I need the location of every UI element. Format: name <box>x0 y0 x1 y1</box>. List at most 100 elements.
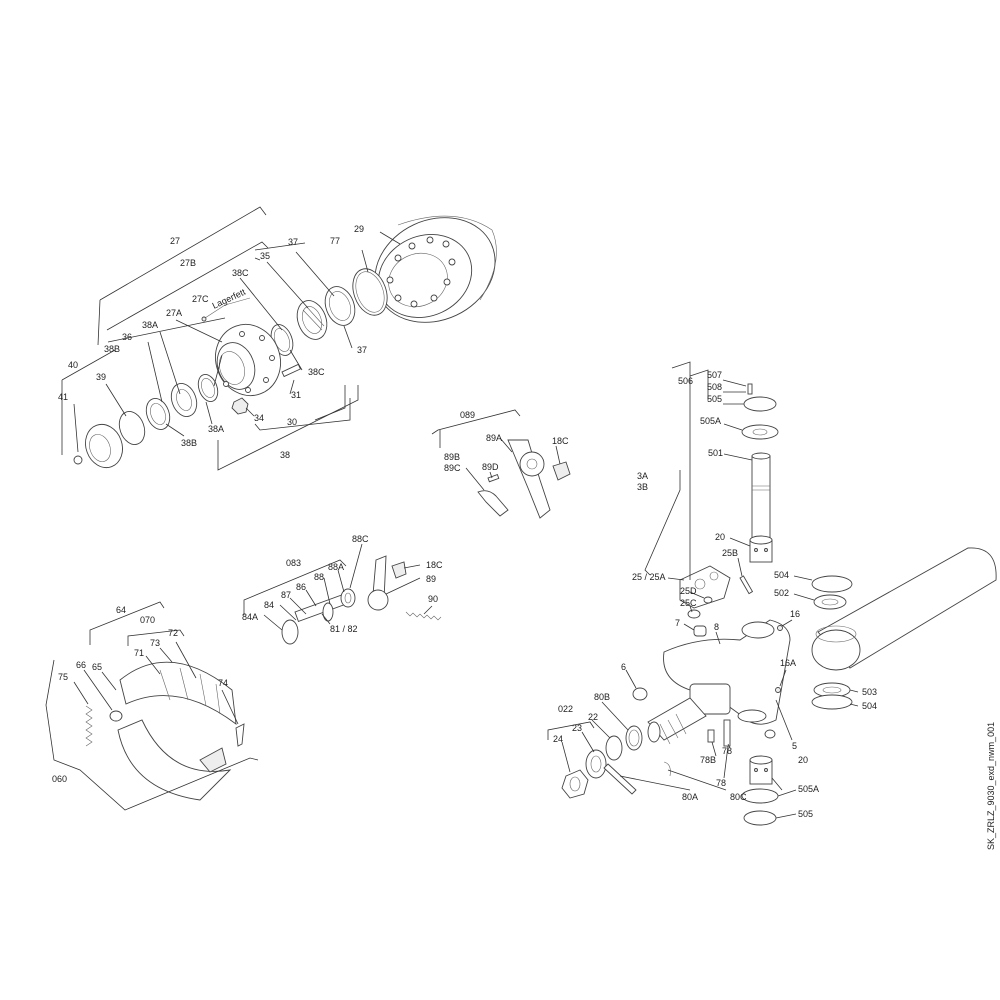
callout-38: 38 <box>280 450 290 460</box>
callout-72: 72 <box>168 628 178 638</box>
callout-506: 506 <box>678 376 693 386</box>
callout-89D: 89D <box>482 462 499 472</box>
hub-group-brackets <box>61 206 359 471</box>
callout-89A: 89A <box>486 433 502 443</box>
ring-38A <box>197 374 219 402</box>
callout-77: 77 <box>330 236 340 246</box>
callout-81-82: 81 / 82 <box>330 624 358 634</box>
grease-note <box>201 297 251 322</box>
callout-88: 88 <box>314 572 324 582</box>
nut-34 <box>231 397 249 415</box>
spindle <box>647 697 707 745</box>
callout-84A: 84A <box>242 612 258 622</box>
callout-34: 34 <box>254 413 264 423</box>
callout-25B: 25B <box>722 548 738 558</box>
washer-23 <box>585 749 607 779</box>
callout-3A: 3A <box>637 471 648 481</box>
group-64-bracket <box>89 601 165 645</box>
nut-22 <box>605 735 623 761</box>
clip-18C-mid <box>391 561 407 579</box>
cover-505-top <box>743 383 777 412</box>
slack-adjuster-89A <box>507 439 551 519</box>
callout-64: 64 <box>116 605 126 615</box>
callout-87: 87 <box>281 590 291 600</box>
roller-65-66 <box>109 710 123 722</box>
callout-27: 27 <box>170 236 180 246</box>
pin-78 <box>723 719 731 747</box>
callout-31: 31 <box>291 390 301 400</box>
callout-78-a: 78 <box>722 746 732 756</box>
callout-23: 23 <box>572 723 582 733</box>
washer-88C <box>340 588 356 608</box>
callout-27C: 27C <box>192 294 209 304</box>
callout-40: 40 <box>68 360 78 370</box>
callout-89: 89 <box>426 574 436 584</box>
callout-16A: 16A <box>780 658 796 668</box>
steering-arm-25 <box>679 565 731 609</box>
wheel-hub-27A <box>215 323 281 397</box>
thrust-502 <box>813 594 847 610</box>
seal-80B <box>625 725 643 751</box>
callout-74: 74 <box>218 678 228 688</box>
group-3-bracket <box>644 470 681 576</box>
callout-508: 508 <box>707 382 722 392</box>
callout-060: 060 <box>52 774 67 784</box>
callout-505A-top: 505A <box>700 416 721 426</box>
callout-504-bot: 504 <box>862 701 877 711</box>
stud-31 <box>281 363 302 378</box>
callout-507: 507 <box>707 370 722 380</box>
callout-80A: 80A <box>682 792 698 802</box>
callout-22: 22 <box>588 712 598 722</box>
callout-84: 84 <box>264 600 274 610</box>
callout-20-bot: 20 <box>798 755 808 765</box>
bushing-20-bottom <box>749 755 773 785</box>
hub-nut-24 <box>561 769 589 799</box>
callout-6: 6 <box>621 662 626 672</box>
plug-5 <box>764 729 776 739</box>
callout-502: 502 <box>774 588 789 598</box>
group-060-bracket <box>45 659 259 811</box>
callout-29: 29 <box>354 224 364 234</box>
callout-25D: 25D <box>680 586 697 596</box>
callout-80B: 80B <box>594 692 610 702</box>
gasket-505A-bottom <box>741 788 779 804</box>
group-070-bracket <box>127 629 185 646</box>
pin-89D <box>487 474 500 483</box>
callout-25C: 25C <box>680 598 697 608</box>
callout-78B: 78B <box>700 755 716 765</box>
callout-30: 30 <box>287 417 297 427</box>
callout-083: 083 <box>286 558 301 568</box>
callout-89C: 89C <box>444 463 461 473</box>
callout-24: 24 <box>553 734 563 744</box>
lever-89C <box>477 490 509 517</box>
callout-38A-top: 38A <box>142 320 158 330</box>
callout-27B: 27B <box>180 258 196 268</box>
seal-ring-77 <box>352 268 388 316</box>
callout-38A-bot: 38A <box>208 424 224 434</box>
callout-089: 089 <box>460 410 475 420</box>
callout-25-25A: 25 / 25A <box>632 572 666 582</box>
brake-shoe-upper-070 <box>119 661 237 725</box>
callout-505A-bot: 505A <box>798 784 819 794</box>
brake-shoe-lower-060 <box>117 719 232 801</box>
callout-36: 36 <box>122 332 132 342</box>
nut-25C-25D <box>687 596 713 619</box>
seal-504-top <box>811 575 853 593</box>
camshaft-81-82 <box>281 593 348 645</box>
callout-89B: 89B <box>444 452 460 462</box>
callout-503: 503 <box>862 687 877 697</box>
grease-nipple-16A <box>775 687 781 693</box>
grease-nipple-16 <box>777 625 783 631</box>
callout-18C-top: 18C <box>552 436 569 446</box>
leader-lines <box>73 231 859 819</box>
callout-88A: 88A <box>328 562 344 572</box>
group-083-bracket <box>243 559 347 615</box>
kingpin-501 <box>751 452 771 539</box>
callout-66: 66 <box>76 660 86 670</box>
ring-80C <box>663 761 671 777</box>
return-spring-75 <box>85 705 93 747</box>
callout-73: 73 <box>150 638 160 648</box>
callout-39: 39 <box>96 372 106 382</box>
callout-41: 41 <box>58 392 68 402</box>
